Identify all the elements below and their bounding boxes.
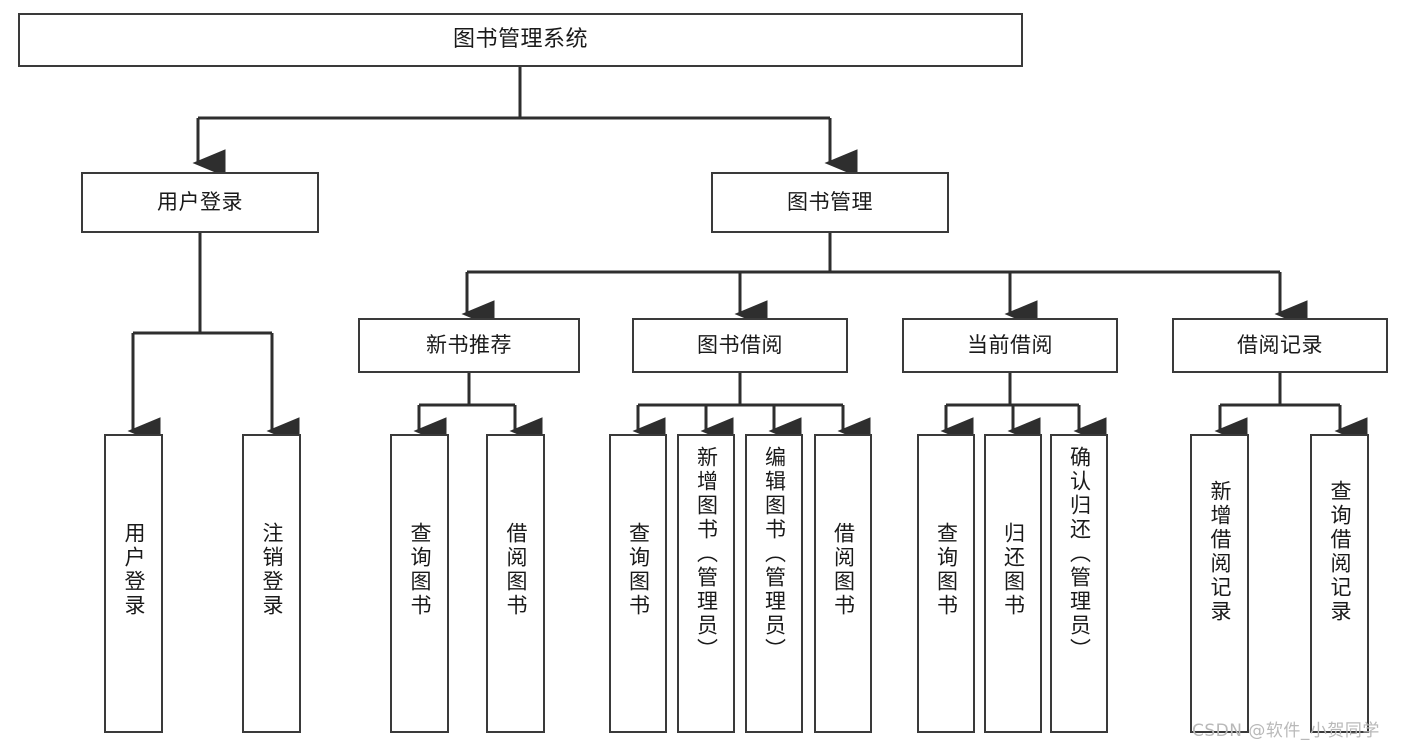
node-label: 借阅图书	[504, 522, 528, 618]
node-label: 查询图书	[934, 522, 959, 618]
node-label: 新增图书（管理员）	[694, 446, 719, 662]
node-leaf-return-book[interactable]: 归还图书	[984, 434, 1042, 733]
node-user-login[interactable]: 用户登录	[81, 172, 319, 233]
node-leaf-query-book-recommend[interactable]: 查询图书	[390, 434, 449, 733]
node-leaf-user-login[interactable]: 用户登录	[104, 434, 163, 733]
node-label: 用户登录	[157, 189, 243, 214]
node-label: 确认归还（管理员）	[1067, 446, 1092, 662]
node-label: 查询借阅记录	[1328, 480, 1352, 624]
node-book-borrow[interactable]: 图书借阅	[632, 318, 848, 373]
node-label: 借阅图书	[831, 522, 856, 618]
node-leaf-edit-book-admin[interactable]: 编辑图书（管理员）	[745, 434, 803, 733]
connector-newbook-to-leaves	[413, 373, 543, 445]
node-label: 查询图书	[408, 522, 432, 618]
node-label: 借阅记录	[1237, 332, 1323, 357]
node-book-manage[interactable]: 图书管理	[711, 172, 949, 233]
node-label: 新书推荐	[426, 332, 512, 357]
node-label: 当前借阅	[967, 332, 1053, 357]
node-label: 归还图书	[1001, 522, 1026, 618]
node-leaf-query-book-borrow[interactable]: 查询图书	[609, 434, 667, 733]
node-label: 图书管理系统	[452, 26, 588, 52]
node-borrow-record[interactable]: 借阅记录	[1172, 318, 1388, 373]
node-label: 图书借阅	[697, 332, 783, 357]
node-label: 用户登录	[122, 522, 146, 618]
node-leaf-query-borrow-record[interactable]: 查询借阅记录	[1310, 434, 1369, 733]
node-leaf-borrow-book-recommend[interactable]: 借阅图书	[486, 434, 545, 733]
node-leaf-add-book-admin[interactable]: 新增图书（管理员）	[677, 434, 735, 733]
node-leaf-confirm-return-admin[interactable]: 确认归还（管理员）	[1050, 434, 1108, 733]
node-label: 图书管理	[787, 189, 873, 214]
node-new-book-recommend[interactable]: 新书推荐	[358, 318, 580, 373]
connector-currentborrow-to-leaves	[940, 373, 1107, 445]
connector-userlogin-to-leaves	[127, 233, 300, 445]
node-label: 新增借阅记录	[1208, 480, 1232, 624]
connector-root-to-level2	[192, 67, 858, 177]
connector-bookmanage-to-level3	[461, 233, 1308, 328]
node-leaf-add-borrow-record[interactable]: 新增借阅记录	[1190, 434, 1249, 733]
connector-bookborrow-to-leaves	[632, 373, 871, 445]
node-label: 编辑图书（管理员）	[762, 446, 787, 662]
node-label: 注销登录	[260, 522, 284, 618]
node-leaf-borrow-book-borrow[interactable]: 借阅图书	[814, 434, 872, 733]
node-root-library-system[interactable]: 图书管理系统	[18, 13, 1023, 67]
node-label: 查询图书	[626, 522, 651, 618]
node-current-borrow[interactable]: 当前借阅	[902, 318, 1118, 373]
node-leaf-logout-login[interactable]: 注销登录	[242, 434, 301, 733]
watermark-text: CSDN @软件_小贺同学	[1192, 721, 1380, 741]
connector-borrowrecord-to-leaves	[1214, 373, 1368, 445]
node-leaf-query-book-current[interactable]: 查询图书	[917, 434, 975, 733]
